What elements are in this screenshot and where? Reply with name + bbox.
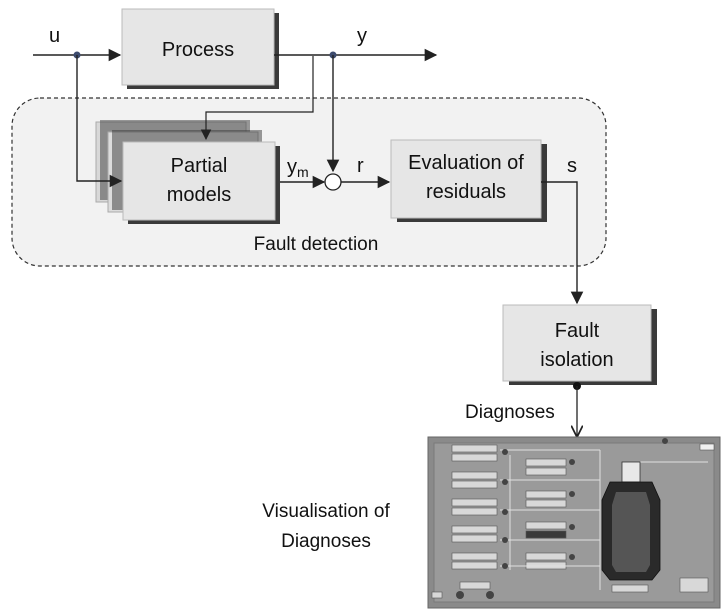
- visualisation-screenshot: [427, 436, 721, 609]
- evaluation-block: Evaluation of residuals: [390, 139, 547, 222]
- r-label: r: [357, 155, 364, 177]
- diagnoses-label: Diagnoses: [465, 402, 555, 423]
- y-to-models-line: [200, 56, 314, 141]
- partial-models-label-2: models: [167, 184, 231, 206]
- process-block: Process: [121, 8, 279, 89]
- fault-isolation-label-1: Fault: [555, 320, 600, 342]
- s-line: [541, 181, 584, 305]
- partial-models-block: Partial models: [95, 120, 280, 224]
- s-label: s: [567, 155, 577, 177]
- ym-label: ym: [287, 156, 309, 180]
- fault-isolation-block: Fault isolation: [502, 304, 657, 385]
- visualisation-label-1: Visualisation of: [262, 501, 390, 522]
- evaluation-label-2: residuals: [426, 181, 506, 203]
- u-label: u: [49, 25, 60, 47]
- visualisation-label-2: Diagnoses: [281, 531, 371, 552]
- fault-detection-label: Fault detection: [254, 234, 379, 255]
- summing-junction: [324, 173, 342, 191]
- y-label: y: [357, 25, 367, 47]
- u-to-models-line: [76, 55, 123, 188]
- process-label: Process: [162, 39, 234, 61]
- partial-models-label-1: Partial: [171, 155, 228, 177]
- fault-isolation-label-2: isolation: [540, 349, 613, 371]
- evaluation-label-1: Evaluation of: [408, 152, 524, 174]
